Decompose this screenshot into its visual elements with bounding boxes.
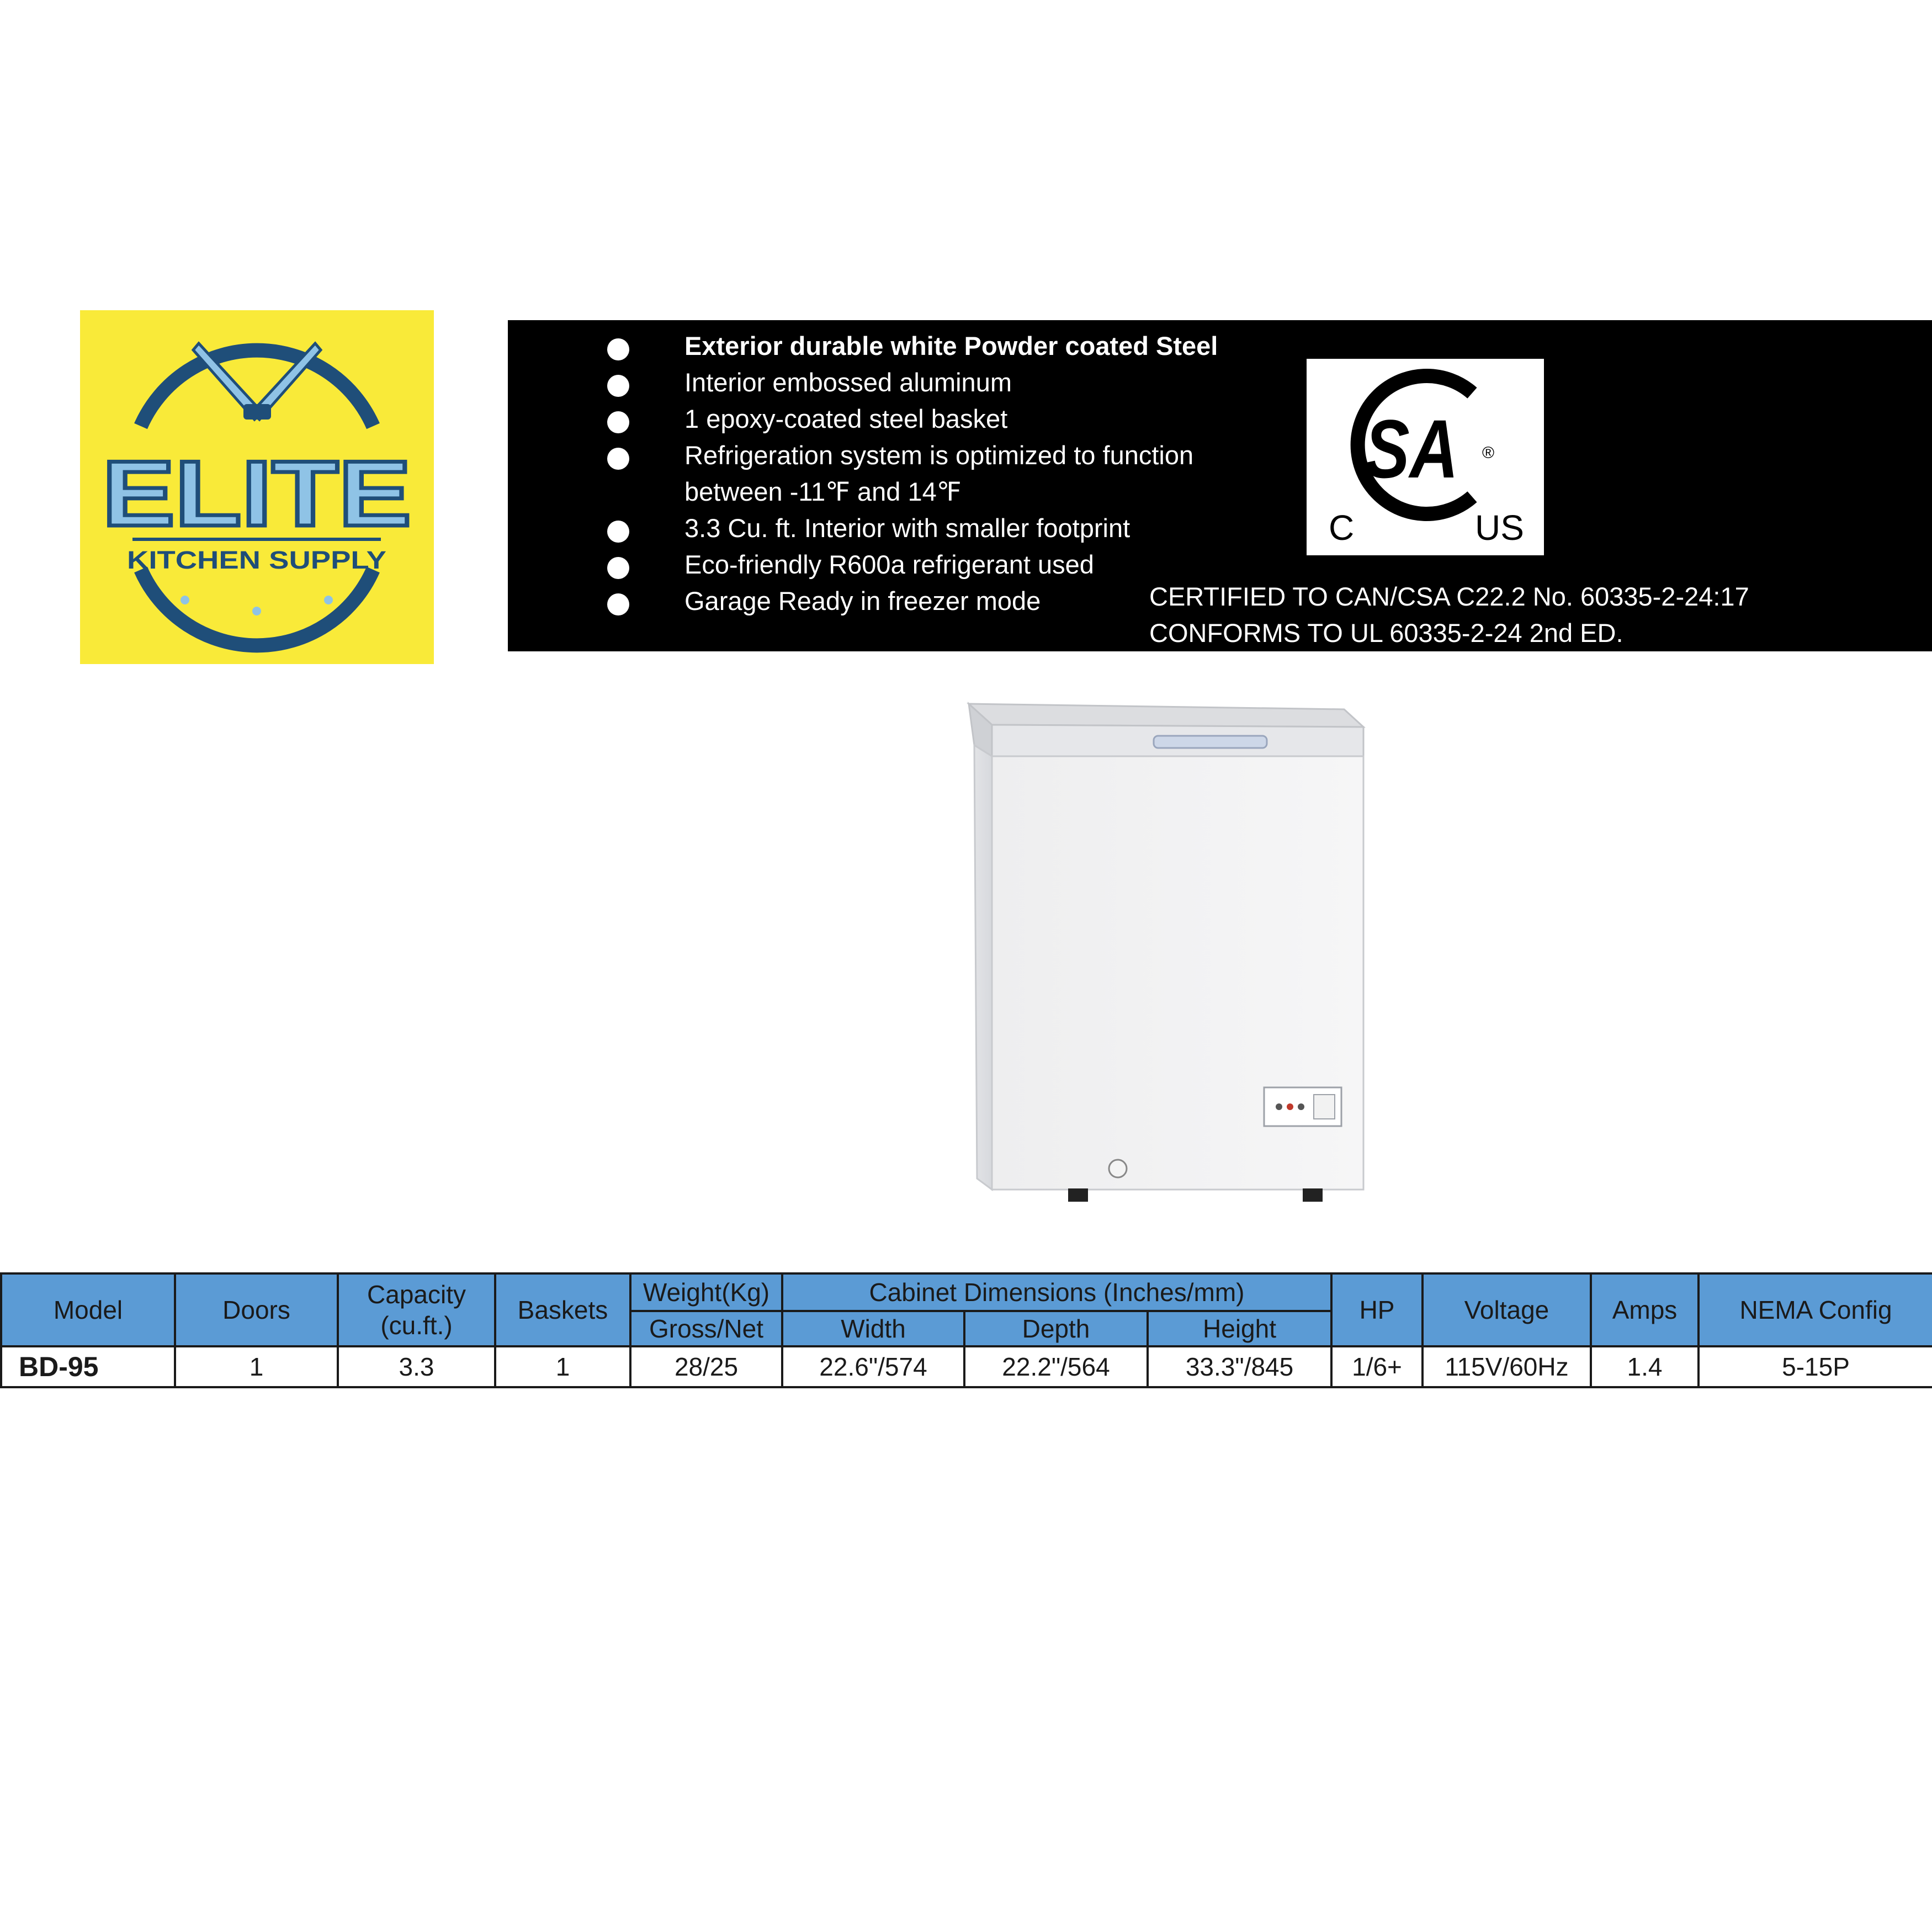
bullet-icon: [607, 448, 629, 470]
chest-freezer-illustration: [967, 702, 1366, 1202]
header-capacity: Capacity (cu.ft.): [337, 1272, 496, 1347]
lid-handle: [1153, 735, 1268, 749]
freezer-foot: [1068, 1188, 1088, 1202]
cell-amps: 1.4: [1590, 1345, 1700, 1388]
header-cabinet-dimensions: Cabinet Dimensions (Inches/mm): [781, 1272, 1333, 1312]
header-baskets: Baskets: [494, 1272, 631, 1347]
logo-ring-bottom: [134, 566, 380, 653]
logo-dot-icon: [252, 607, 261, 615]
feature-text: 3.3 Cu. ft. Interior with smaller footpr…: [684, 513, 1130, 543]
header-width: Width: [781, 1310, 965, 1347]
cell-nema: 5-15P: [1697, 1345, 1932, 1388]
feature-text: 1 epoxy-coated steel basket: [684, 404, 1008, 433]
header-hp: HP: [1330, 1272, 1424, 1347]
certification-text: CERTIFIED TO CAN/CSA C22.2 No. 60335-2-2…: [1149, 578, 1749, 651]
csa-main-letters: SA: [1365, 402, 1458, 495]
csa-us-label: US: [1475, 508, 1524, 548]
feature-item: 3.3 Cu. ft. Interior with smaller footpr…: [558, 510, 1218, 546]
feature-list: Exterior durable white Powder coated Ste…: [558, 328, 1218, 619]
feature-text: Exterior durable white Powder coated Ste…: [684, 331, 1218, 360]
crossed-knives-icon: [191, 341, 323, 422]
logo-ring-top: [134, 343, 380, 429]
feature-text: Eco-friendly R600a refrigerant used: [684, 550, 1094, 579]
feature-text: Interior embossed aluminum: [684, 368, 1012, 397]
csa-c-arc-icon: [1350, 369, 1477, 521]
csa-certification-mark: SA ® C US: [1307, 359, 1544, 555]
cell-width: 22.6"/574: [781, 1345, 965, 1388]
header-doors: Doors: [174, 1272, 339, 1347]
cert-line: CERTIFIED TO CAN/CSA C22.2 No. 60335-2-2…: [1149, 582, 1749, 611]
cell-depth: 22.2"/564: [963, 1345, 1149, 1388]
brand-logo: ELITE KITCHEN SUPPLY: [80, 310, 434, 664]
header-height: Height: [1146, 1310, 1333, 1347]
table-row: BD-95 1 3.3 1 28/25 22.6"/574 22.2"/564 …: [0, 1345, 1932, 1388]
header-voltage: Voltage: [1421, 1272, 1593, 1347]
bullet-icon: [607, 521, 629, 543]
header-gross-net: Gross/Net: [629, 1310, 783, 1347]
bullet-icon: [607, 593, 629, 615]
registered-mark-icon: ®: [1482, 444, 1494, 462]
cell-capacity: 3.3: [337, 1345, 496, 1388]
feature-text: Refrigeration system is optimized to fun…: [684, 440, 1194, 470]
csa-c-label: C: [1329, 508, 1354, 548]
feature-banner: Exterior durable white Powder coated Ste…: [508, 320, 1932, 651]
feature-item: 1 epoxy-coated steel basket: [558, 401, 1218, 437]
feature-item: Eco-friendly R600a refrigerant used: [558, 546, 1218, 583]
cell-hp: 1/6+: [1330, 1345, 1424, 1388]
bullet-icon: [607, 375, 629, 397]
cell-voltage: 115V/60Hz: [1421, 1345, 1593, 1388]
feature-item: Exterior durable white Powder coated Ste…: [558, 328, 1218, 364]
logo-graphic: ELITE KITCHEN SUPPLY: [100, 341, 413, 653]
bullet-icon: [607, 411, 629, 433]
specifications-table: Model Doors Capacity (cu.ft.) Baskets We…: [0, 1272, 1932, 1388]
header-depth: Depth: [963, 1310, 1149, 1347]
header-capacity-label: Capacity: [367, 1280, 466, 1309]
cell-height: 33.3"/845: [1146, 1345, 1333, 1388]
cell-model: BD-95: [0, 1345, 176, 1388]
drain-knob: [1108, 1159, 1128, 1179]
feature-continuation: between -11℉ and 14℉: [684, 477, 962, 506]
header-amps: Amps: [1590, 1272, 1700, 1347]
feature-item: Garage Ready in freezer mode: [558, 583, 1218, 619]
product-image: [958, 693, 1377, 1203]
feature-item: Refrigeration system is optimized to fun…: [558, 437, 1218, 474]
header-weight: Weight(Kg): [629, 1272, 783, 1312]
header-capacity-unit: (cu.ft.): [380, 1311, 453, 1340]
bullet-icon: [607, 557, 629, 579]
cell-weight: 28/25: [629, 1345, 783, 1388]
cell-baskets: 1: [494, 1345, 631, 1388]
cell-doors: 1: [174, 1345, 339, 1388]
csa-mark-graphic: SA ® C US: [1329, 369, 1524, 548]
cert-line: CONFORMS TO UL 60335-2-24 2nd ED.: [1149, 618, 1623, 647]
header-model: Model: [0, 1272, 176, 1347]
freezer-foot: [1303, 1188, 1323, 1202]
header-nema-config: NEMA Config: [1697, 1272, 1932, 1347]
bullet-icon: [607, 338, 629, 360]
logo-dot-icon: [324, 596, 333, 604]
logo-brand-text: ELITE: [102, 442, 411, 545]
logo-dot-icon: [181, 596, 189, 604]
logo-tagline: KITCHEN SUPPLY: [127, 546, 386, 574]
feature-text: Garage Ready in freezer mode: [684, 586, 1041, 615]
feature-item: Interior embossed aluminum: [558, 364, 1218, 401]
